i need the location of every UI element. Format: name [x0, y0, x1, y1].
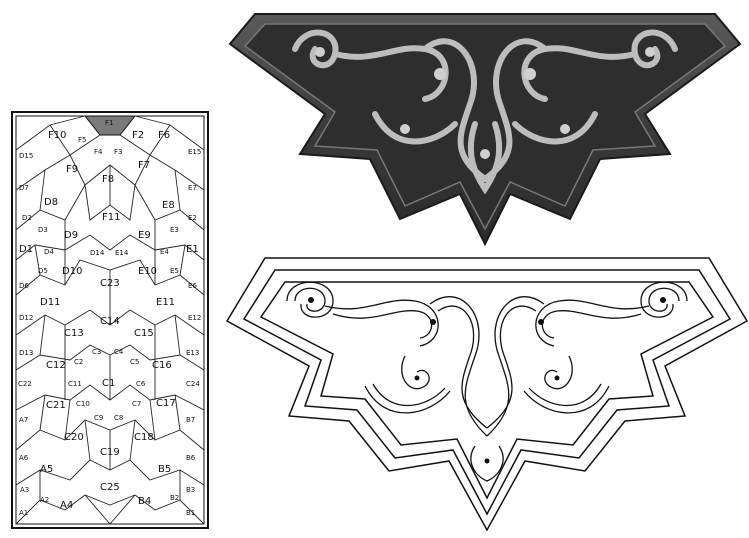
tile-label: C22	[18, 380, 32, 388]
tile-label: C8	[114, 414, 123, 422]
tile-label: C9	[94, 414, 103, 422]
tile-label: F4	[94, 148, 103, 156]
tile-label: E10	[138, 266, 157, 277]
tile-label: E4	[160, 248, 169, 256]
tile-label: C17	[156, 398, 176, 409]
tile-label: C2	[74, 358, 83, 366]
tile-label: A1	[19, 509, 28, 517]
tile-label: F1	[105, 119, 113, 127]
tile-label: F8	[102, 174, 114, 185]
tile-label: D8	[44, 197, 58, 208]
tile-label: C13	[64, 328, 84, 339]
tile-label: C3	[92, 348, 101, 356]
tile-label: E13	[186, 349, 199, 357]
tile-label: C10	[76, 400, 90, 408]
tile-label: E5	[170, 267, 179, 275]
tile-label: D1	[19, 244, 33, 255]
tile-label: D7	[19, 184, 29, 192]
tile-label: F5	[78, 136, 86, 144]
ornament-drawing-svg	[225, 256, 749, 534]
tile-label: C7	[132, 400, 141, 408]
tile-label: E2	[188, 214, 197, 222]
ornament-line-drawing	[225, 256, 749, 534]
tile-label: C12	[46, 360, 66, 371]
tile-label: D5	[38, 267, 48, 275]
tile-label: E15	[188, 148, 201, 156]
tile-label: C18	[134, 432, 154, 443]
tile-label: B3	[186, 486, 195, 494]
tile-label: C23	[100, 278, 120, 289]
tile-label: C11	[68, 380, 82, 388]
tile-label: D14	[90, 249, 105, 257]
tile-label: D11	[40, 297, 60, 308]
tile-label: C6	[136, 380, 146, 388]
tile-label: B7	[186, 416, 195, 424]
tile-label: B4	[138, 496, 151, 507]
tile-label: B6	[186, 454, 196, 462]
tile-label: D2	[22, 214, 32, 222]
tile-label: C25	[100, 482, 120, 493]
tile-label: A5	[40, 464, 53, 475]
tile-label: E14	[115, 249, 129, 257]
tile-label: A6	[19, 454, 29, 462]
tile-plan-svg: F1 F10 F5 F2 F6 D15 F4 F3 E15 F9 F7 D7 F…	[10, 110, 210, 530]
tile-label: A3	[20, 486, 29, 494]
tile-label: B1	[186, 509, 195, 517]
tile-label: F9	[66, 164, 78, 175]
tile-label: D3	[38, 226, 48, 234]
ornament-photo-svg	[225, 4, 745, 250]
tile-label: F2	[132, 130, 144, 141]
tile-label: D6	[19, 282, 29, 290]
tile-label: E9	[138, 230, 151, 241]
tile-label: E1	[186, 244, 199, 255]
tile-label: B5	[158, 464, 171, 475]
tile-label: F6	[158, 130, 170, 141]
drawing-scrollwork	[287, 282, 687, 481]
drawing-outline	[227, 258, 747, 530]
tile-label: B2	[170, 494, 179, 502]
tile-label: C1	[102, 378, 115, 389]
tile-label: A2	[40, 496, 49, 504]
tile-label: C24	[186, 380, 200, 388]
tile-label: E7	[188, 184, 197, 192]
tile-label: C4	[114, 348, 124, 356]
tile-label: C14	[100, 316, 120, 327]
tile-label: E12	[188, 314, 201, 322]
tile-plan-diagram: F1 F10 F5 F2 F6 D15 F4 F3 E15 F9 F7 D7 F…	[10, 110, 210, 530]
tile-label: C5	[130, 358, 139, 366]
tile-label: D12	[19, 314, 33, 322]
drawing-dots	[308, 297, 666, 464]
tile-label: C15	[134, 328, 154, 339]
tile-label: E6	[188, 282, 197, 290]
tile-label: C19	[100, 447, 120, 458]
tile-label: D9	[64, 230, 78, 241]
tile-label: C21	[46, 400, 66, 411]
tile-label: D10	[62, 266, 82, 277]
tile-label: E8	[162, 200, 175, 211]
tile-label: D15	[19, 152, 33, 160]
tile-label: F3	[114, 148, 122, 156]
tile-label: F7	[138, 160, 150, 171]
tile-label: C20	[64, 432, 84, 443]
tile-label: E3	[170, 226, 179, 234]
tile-label: D4	[44, 248, 54, 256]
tile-label: F10	[48, 130, 66, 141]
tile-label: D13	[19, 349, 33, 357]
carved-ornament-photo	[225, 4, 745, 250]
tile-label: F11	[102, 212, 120, 223]
tile-label: E11	[156, 297, 175, 308]
tile-label: A4	[60, 500, 73, 511]
tile-label: C16	[152, 360, 172, 371]
tile-label: A7	[19, 416, 28, 424]
